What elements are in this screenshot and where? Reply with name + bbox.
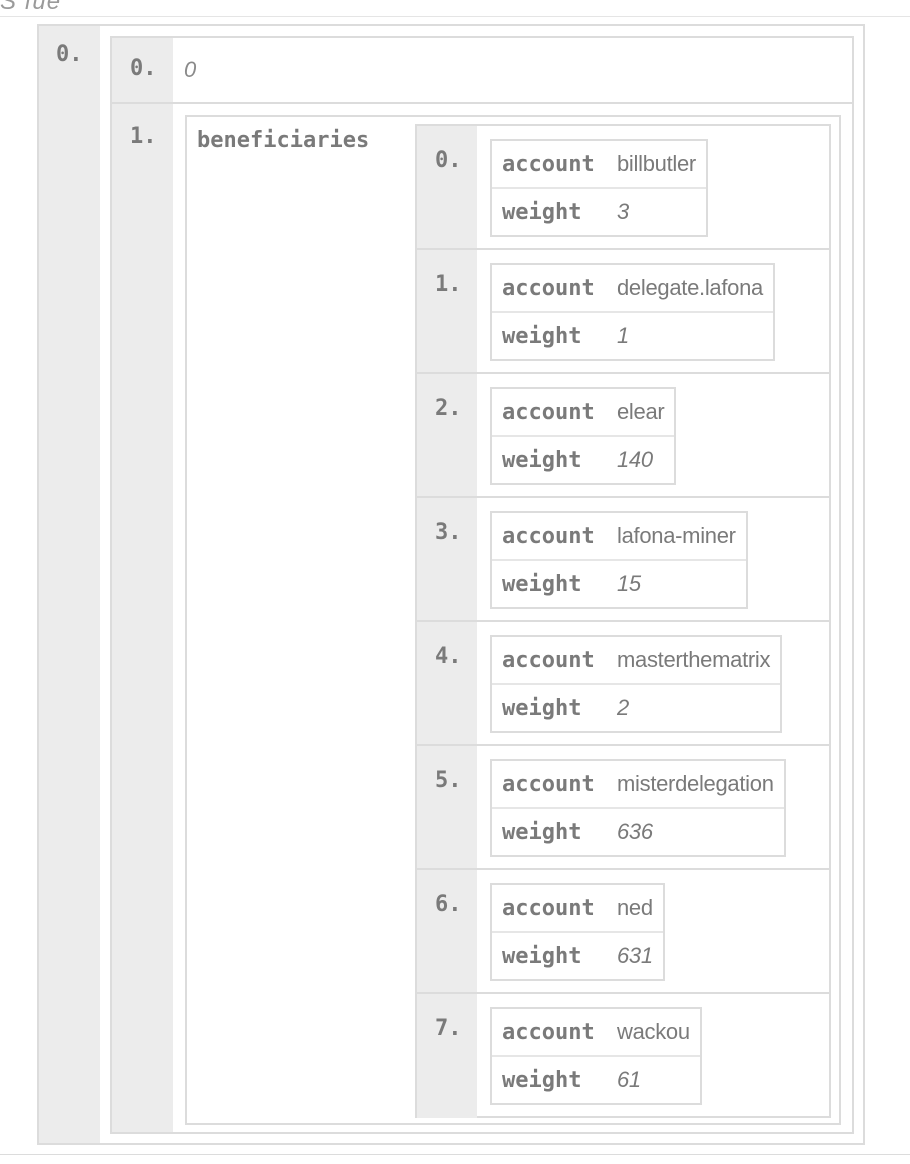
beneficiary-object: account misterdelegation weight 636 [490,759,786,857]
beneficiary-object: account elear weight 140 [490,387,677,485]
beneficiary-object: account masterthematrix weight 2 [490,635,783,733]
index-gutter: 1. [417,250,477,372]
account-value: billbutler [617,151,696,176]
beneficiary-index: 2. [435,396,462,421]
account-row: account wackou [492,1009,700,1055]
beneficiary-index: 6. [435,892,462,917]
beneficiary-row: 3. account lafona-miner weight 15 [417,498,829,622]
account-key: account [502,895,595,921]
beneficiary-row: 0. account billbutler weight 3 [417,126,829,250]
account-value: delegate.lafona [617,275,763,300]
account-value: elear [617,399,665,424]
weight-key: weight [502,943,582,969]
account-value: masterthematrix [617,647,771,672]
weight-key: weight [502,819,582,845]
index-gutter: 2. [417,374,477,496]
weight-value: 140 [617,447,653,472]
beneficiary-index: 0. [435,148,462,173]
account-row: account lafona-miner [492,513,746,559]
account-key: account [502,275,595,301]
index-gutter: 4. [417,622,477,744]
array-index-0: 0. [130,56,157,81]
weight-row: weight 140 [492,435,675,483]
weight-row: weight 636 [492,807,784,855]
account-row: account masterthematrix [492,637,780,683]
account-row: account delegate.lafona [492,265,773,311]
outer-index: 0. [56,42,83,67]
weight-value: 61 [617,1067,641,1092]
weight-row: weight 15 [492,559,746,607]
bottom-divider [0,1154,910,1155]
clipped-header-text: S fue [0,0,62,15]
weight-value: 15 [617,571,641,596]
weight-row: weight 61 [492,1055,700,1103]
weight-key: weight [502,695,582,721]
weight-key: weight [502,323,582,349]
account-key: account [502,151,595,177]
account-key: account [502,1019,595,1045]
account-row: account misterdelegation [492,761,784,807]
index-gutter: 5. [417,746,477,868]
beneficiary-index: 5. [435,768,462,793]
operation-array: 0. 0 1. beneficiaries 0. account billbutle… [110,36,854,1134]
array-index-1: 1. [130,124,157,149]
weight-key: weight [502,571,582,597]
beneficiary-row: 7. account wackou weight 61 [417,994,829,1118]
beneficiary-row: 1. account delegate.lafona weight 1 [417,250,829,374]
index-gutter: 1. [112,104,173,1132]
weight-value: 1 [617,323,629,348]
beneficiary-index: 1. [435,272,462,297]
beneficiary-object: account billbutler weight 3 [490,139,708,237]
index-gutter: 0. [112,38,173,102]
weight-key: weight [502,1067,582,1093]
weight-row: weight 1 [492,311,773,359]
beneficiaries-key: beneficiaries [197,128,370,153]
beneficiary-object: account ned weight 631 [490,883,665,981]
account-key: account [502,647,595,673]
account-value: lafona-miner [617,523,736,548]
beneficiaries-list: 0. account billbutler weight 3 1. account deleg… [415,124,831,1118]
weight-value: 3 [617,199,629,224]
beneficiary-index: 4. [435,644,462,669]
outer-index-gutter: 0. [39,26,100,1143]
account-value: ned [617,895,653,920]
array-row-1: 1. beneficiaries 0. account billbutler weig… [112,104,852,1132]
outer-array-item: 0. [37,24,865,1145]
weight-row: weight 631 [492,931,663,979]
weight-value: 2 [617,695,629,720]
account-key: account [502,399,595,425]
index-gutter: 3. [417,498,477,620]
index-gutter: 0. [417,126,477,248]
top-divider [0,16,910,17]
account-value: wackou [617,1019,690,1044]
account-row: account billbutler [492,141,706,187]
account-key: account [502,771,595,797]
beneficiary-index: 7. [435,1016,462,1041]
index-gutter: 7. [417,994,477,1118]
beneficiary-object: account delegate.lafona weight 1 [490,263,775,361]
account-row: account ned [492,885,663,931]
beneficiary-row: 5. account misterdelegation weight 636 [417,746,829,870]
weight-key: weight [502,447,582,473]
index-gutter: 6. [417,870,477,992]
weight-row: weight 3 [492,187,706,235]
weight-row: weight 2 [492,683,781,731]
beneficiary-object: account lafona-miner weight 15 [490,511,748,609]
array-value-0: 0 [184,57,197,82]
account-key: account [502,523,595,549]
array-row-0: 0. 0 [112,38,852,104]
beneficiary-row: 2. account elear weight 140 [417,374,829,498]
weight-value: 636 [617,819,653,844]
beneficiary-row: 4. account masterthematrix weight 2 [417,622,829,746]
beneficiary-row: 6. account ned weight 631 [417,870,829,994]
beneficiary-index: 3. [435,520,462,545]
account-value: misterdelegation [617,771,774,796]
account-row: account elear [492,389,674,435]
weight-key: weight [502,199,582,225]
beneficiary-object: account wackou weight 61 [490,1007,702,1105]
weight-value: 631 [617,943,653,968]
